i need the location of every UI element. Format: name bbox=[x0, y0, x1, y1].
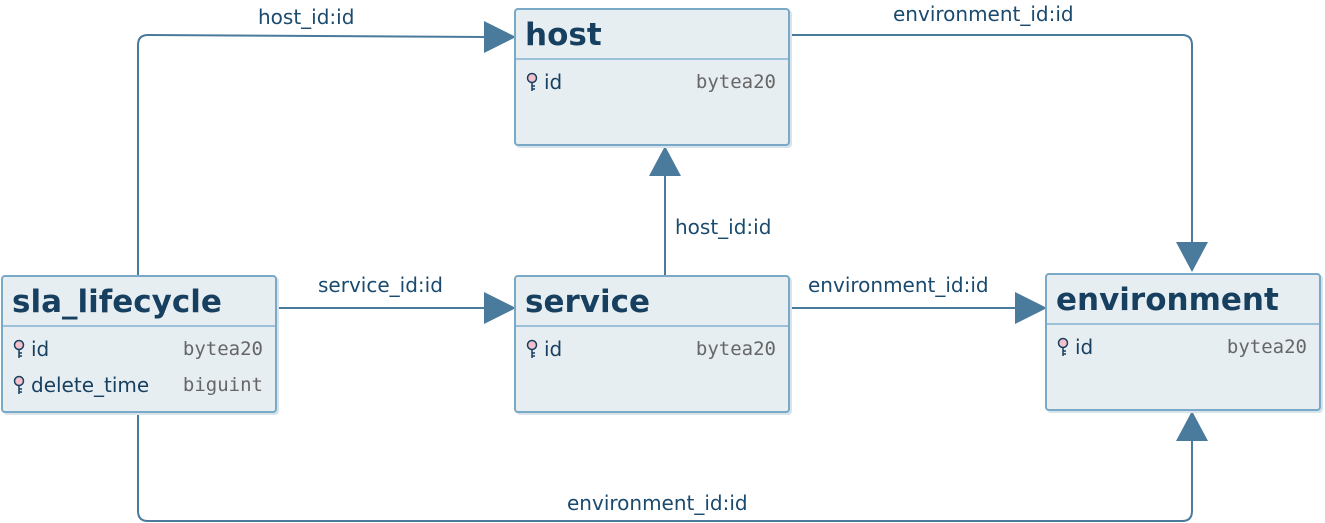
edge-sla-lifecycle-to-host bbox=[137, 33, 487, 276]
key-icon bbox=[1057, 337, 1069, 356]
column-row-environment-id[interactable]: id bytea20 bbox=[1047, 329, 1319, 365]
column-type: biguint bbox=[182, 374, 263, 396]
entity-title-service: service bbox=[516, 277, 788, 327]
edge-host-to-environment bbox=[790, 34, 1193, 244]
arrowhead-environment-bottom bbox=[1176, 411, 1208, 441]
entity-title-host: host bbox=[516, 10, 788, 60]
column-row-sla-lifecycle-delete-time[interactable]: delete_time biguint bbox=[3, 367, 275, 403]
column-type: bytea20 bbox=[1226, 336, 1307, 358]
edge-label-sla-lifecycle-environment: environment_id:id bbox=[567, 491, 748, 515]
column-type: bytea20 bbox=[695, 338, 776, 360]
column-name: id bbox=[544, 337, 563, 361]
column-name: id bbox=[1075, 335, 1094, 359]
arrowhead-service-left bbox=[484, 292, 516, 324]
key-icon bbox=[13, 375, 25, 394]
arrowhead-host-left bbox=[484, 21, 516, 53]
column-row-service-id[interactable]: id bytea20 bbox=[516, 331, 788, 367]
edge-label-service-host: host_id:id bbox=[675, 215, 772, 239]
entity-host[interactable]: host id bytea20 bbox=[514, 8, 790, 146]
edge-label-sla-lifecycle-service: service_id:id bbox=[318, 273, 443, 297]
column-type: bytea20 bbox=[182, 338, 263, 360]
edge-sla-lifecycle-to-environment bbox=[137, 412, 1193, 522]
column-name: delete_time bbox=[31, 373, 150, 397]
column-name: id bbox=[544, 70, 563, 94]
key-icon bbox=[13, 339, 25, 358]
column-row-host-id[interactable]: id bytea20 bbox=[516, 64, 788, 100]
entity-title-environment: environment bbox=[1047, 275, 1319, 325]
entity-service[interactable]: service id bytea20 bbox=[514, 275, 790, 413]
arrowhead-environment-left bbox=[1015, 292, 1047, 324]
arrowhead-host-bottom bbox=[649, 146, 681, 176]
edge-label-sla-lifecycle-host: host_id:id bbox=[258, 5, 355, 29]
key-icon bbox=[526, 72, 538, 91]
column-type: bytea20 bbox=[695, 71, 776, 93]
edge-label-service-environment: environment_id:id bbox=[808, 273, 989, 297]
column-row-sla-lifecycle-id[interactable]: id bytea20 bbox=[3, 331, 275, 367]
column-name: id bbox=[31, 337, 50, 361]
entity-environment[interactable]: environment id bytea20 bbox=[1045, 273, 1321, 411]
key-icon bbox=[526, 339, 538, 358]
entity-sla-lifecycle[interactable]: sla_lifecycle id bytea20 delete_time big… bbox=[1, 275, 277, 413]
edge-label-host-environment: environment_id:id bbox=[893, 2, 1074, 26]
arrowhead-environment-top bbox=[1176, 242, 1208, 272]
entity-title-sla-lifecycle: sla_lifecycle bbox=[3, 277, 275, 327]
